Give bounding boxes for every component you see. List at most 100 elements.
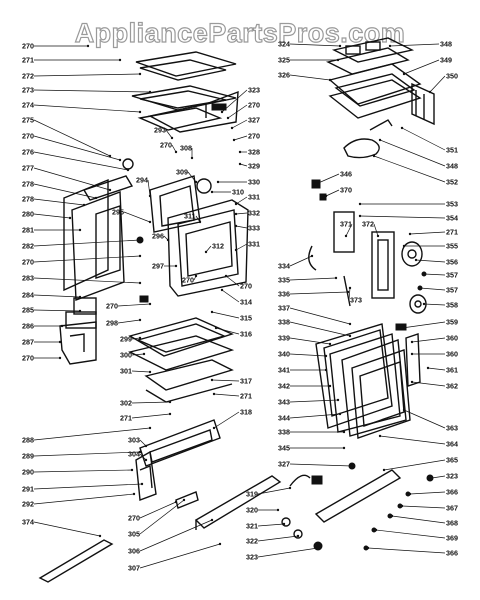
part-label-l271d: 271	[446, 228, 458, 237]
part-label-l281: 281	[22, 226, 34, 235]
part-label-l346: 346	[340, 170, 352, 179]
part-label-l353: 353	[446, 200, 458, 209]
leader-dot-l361	[426, 366, 430, 370]
part-label-l280: 280	[22, 210, 34, 219]
leader-l340	[289, 353, 327, 357]
leader-dot-l357b	[418, 286, 422, 290]
leader-l311	[195, 215, 201, 223]
part-label-l278a: 278	[22, 180, 34, 189]
leader-l324	[289, 43, 341, 47]
part-label-l338a: 338	[278, 318, 290, 327]
part-label-l357a: 357	[446, 271, 458, 280]
leader-l277	[33, 167, 111, 191]
part-label-l272: 272	[22, 72, 34, 81]
part-label-l355: 355	[446, 242, 458, 251]
part-label-l284: 284	[22, 291, 34, 300]
part-number-labels: 2702712722732742752702762772782782802812…	[22, 40, 458, 573]
part-label-l335: 335	[278, 276, 290, 285]
leader-dot-l270k	[174, 500, 178, 504]
leader-l331b	[235, 243, 248, 251]
leader-dot-l290	[130, 468, 134, 472]
part-label-l341: 341	[278, 366, 290, 375]
leader-l289	[33, 451, 141, 457]
part-label-l317: 317	[240, 377, 252, 386]
part-label-l328: 328	[248, 148, 260, 157]
leader-dot-l276	[126, 168, 130, 172]
leader-dot-l352	[372, 154, 376, 158]
part-label-l270e: 270	[160, 141, 172, 150]
leader-l323c	[431, 475, 446, 479]
leader-dot-l287	[58, 340, 62, 344]
leader-l304	[139, 453, 147, 461]
part-label-l371a: 371	[340, 220, 352, 229]
leader-l312	[205, 245, 212, 253]
leader-dot-l334	[310, 254, 314, 258]
leader-dot-l346	[314, 182, 318, 186]
part-label-l287: 287	[22, 338, 34, 347]
leader-l292	[33, 493, 135, 505]
leader-dot-l270c	[138, 254, 142, 258]
part-label-l324: 324	[278, 40, 290, 49]
part-label-l368: 368	[446, 519, 458, 528]
leader-l348b	[379, 139, 446, 167]
part-label-l298: 298	[106, 319, 118, 328]
part-label-l270f: 270	[182, 276, 194, 285]
part-label-l333: 333	[248, 224, 260, 233]
part-label-l352: 352	[446, 178, 458, 187]
leader-dot-l342	[328, 384, 332, 388]
leader-dot-l302	[168, 400, 172, 404]
leader-l314	[221, 289, 240, 303]
part-label-l316: 316	[240, 330, 252, 339]
leader-l293	[165, 129, 173, 139]
watermark-text: AppliancePartsPros.com	[75, 18, 406, 48]
part-label-l336: 336	[278, 290, 290, 299]
leader-dot-l362	[410, 380, 414, 384]
leader-l327b	[289, 463, 353, 467]
leader-dot-l314	[220, 288, 224, 292]
part-label-l310: 310	[232, 188, 244, 197]
leader-dot-l374	[98, 534, 102, 538]
leader-l367	[401, 505, 446, 509]
leader-dot-l335	[334, 276, 338, 280]
leader-l270e	[171, 144, 177, 153]
leader-dot-l331b	[234, 248, 238, 252]
part-label-l332: 332	[248, 209, 260, 218]
part-label-l334: 334	[278, 262, 290, 271]
leader-l363	[403, 409, 446, 429]
part-label-l348b: 348	[446, 162, 458, 171]
part-label-l359: 359	[446, 318, 458, 327]
part-label-l357b: 357	[446, 286, 458, 295]
leader-dot-l373	[348, 286, 352, 290]
leader-l338a	[289, 321, 351, 337]
part-label-l277: 277	[22, 164, 34, 173]
leader-l305	[139, 499, 185, 535]
leader-dot-l293	[170, 136, 174, 140]
leader-l270g	[117, 303, 151, 307]
part-label-l342: 342	[278, 382, 290, 391]
leader-l366a	[409, 491, 446, 495]
leader-dot-l364	[378, 434, 382, 438]
part-label-l270i: 270	[248, 132, 260, 141]
leader-l290	[33, 469, 133, 473]
part-label-l340: 340	[278, 350, 290, 359]
leader-dot-l359	[400, 326, 404, 330]
leader-l278a	[33, 183, 97, 199]
leader-l349	[403, 59, 440, 75]
leader-dot-l329	[238, 162, 242, 166]
leader-l356	[415, 259, 446, 263]
leader-l299	[131, 337, 141, 340]
leader-l348a	[389, 43, 440, 47]
leader-l270i	[233, 135, 248, 141]
part-label-l303: 303	[128, 436, 140, 445]
part-label-l311: 311	[184, 212, 196, 221]
part-label-l294: 294	[136, 176, 148, 185]
part-label-l323b: 323	[246, 553, 258, 562]
part-label-l351: 351	[446, 146, 458, 155]
leader-l323a	[221, 89, 248, 113]
leader-l332	[235, 212, 248, 215]
leader-l343	[289, 399, 339, 403]
leader-l335	[289, 277, 337, 281]
part-label-l344: 344	[278, 414, 290, 423]
leader-dot-l355	[402, 244, 406, 248]
